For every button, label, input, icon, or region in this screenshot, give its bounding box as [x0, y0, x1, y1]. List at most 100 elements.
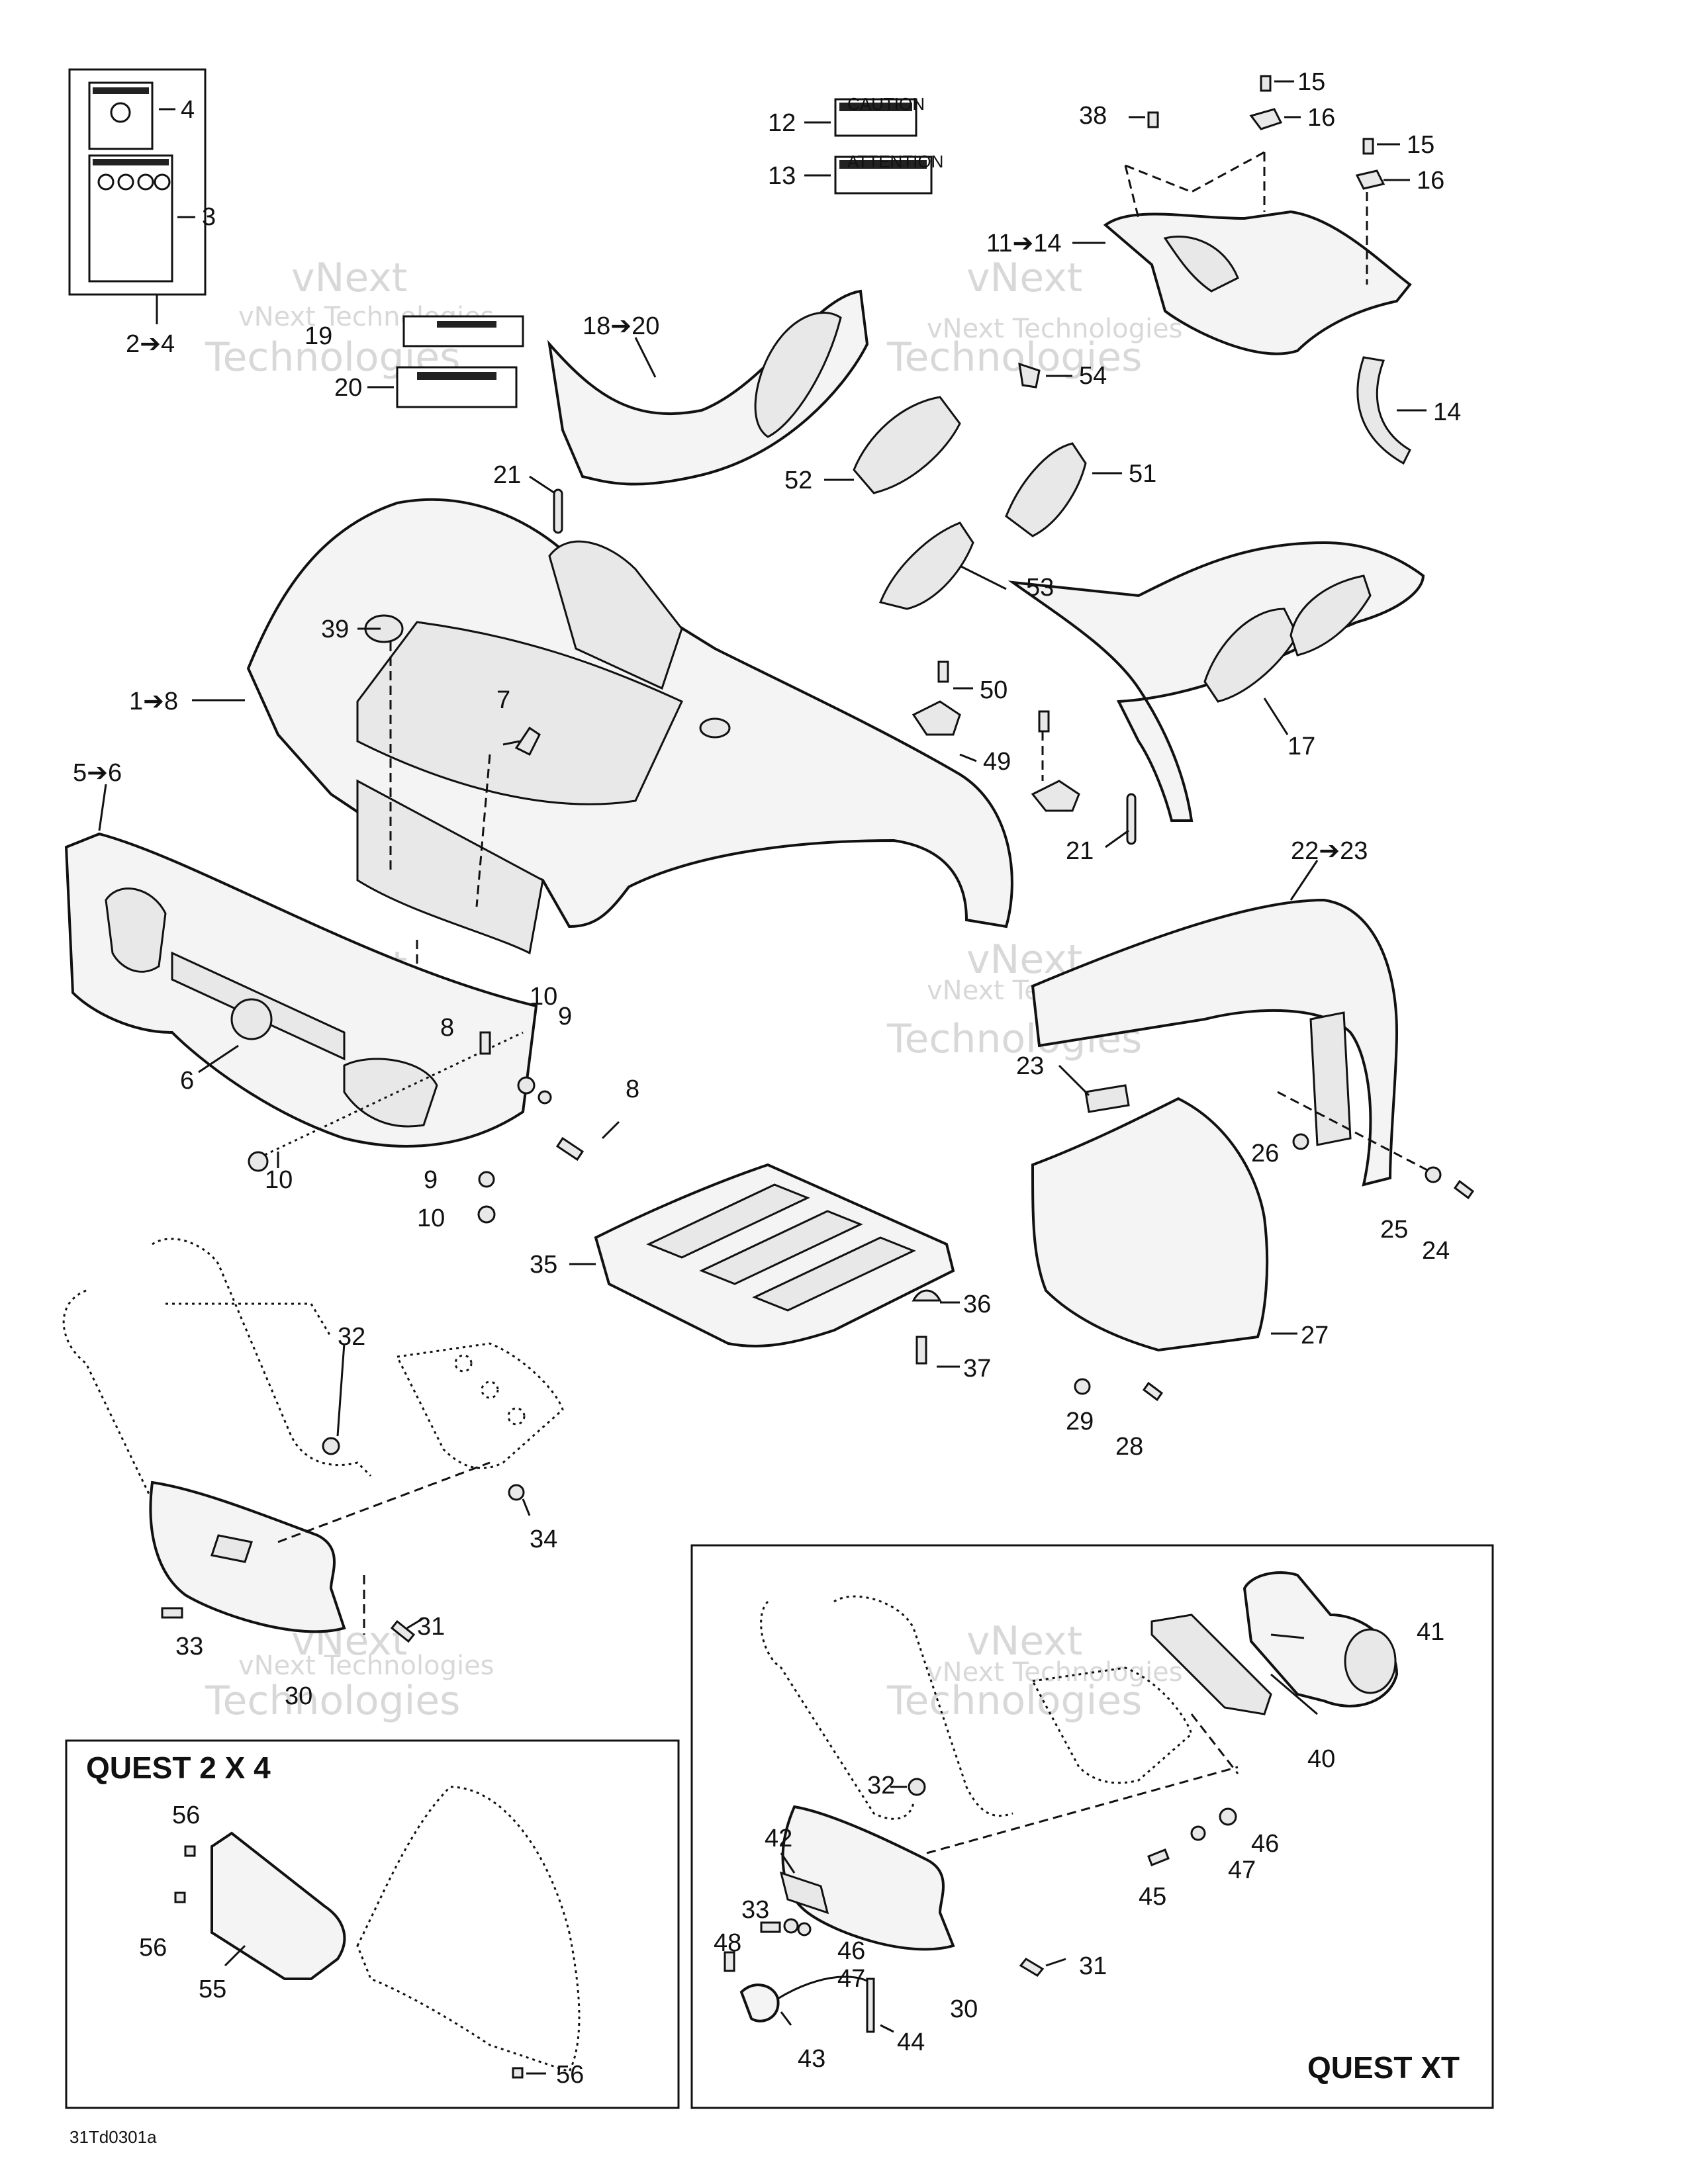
callout: 56: [139, 1934, 167, 1962]
callout: 10: [530, 983, 557, 1011]
drawing-code: 31Td0301a: [70, 2127, 157, 2147]
callout: 24: [1422, 1237, 1450, 1265]
inner-panel-pocket: [1163, 236, 1239, 293]
storage-tub-side: [356, 779, 544, 955]
leader-line: [406, 1617, 424, 1629]
bumper-tube-outline: [62, 1289, 226, 1553]
washer-26: [1292, 1133, 1309, 1150]
washer-25: [1425, 1166, 1442, 1183]
callout: 30: [285, 1682, 312, 1710]
callout: 21: [1066, 837, 1094, 865]
right-side-panel-vent: [1289, 574, 1372, 657]
callout: 18➔20: [583, 312, 659, 340]
vent-grilles: [824, 396, 1122, 610]
callout: 35: [530, 1251, 557, 1279]
washer-34: [508, 1484, 525, 1501]
screw-24: [1453, 1179, 1475, 1200]
callout: 47: [1228, 1856, 1256, 1884]
leader-line: [502, 740, 520, 746]
callout: 22➔23: [1291, 837, 1368, 865]
decal-4-symbol: [110, 102, 131, 123]
watermark-line1: vNext Technologies: [238, 1651, 494, 1681]
rack-hole: [454, 1354, 473, 1373]
decal-attention-header: [839, 160, 927, 169]
strap-44: [866, 1978, 875, 2033]
callout: 29: [1066, 1408, 1094, 1435]
washer-47: [1190, 1825, 1206, 1841]
dashed-guide: [1124, 165, 1140, 219]
callout: 16: [1417, 167, 1444, 195]
dashed-guide: [1125, 164, 1192, 193]
callout: 9: [424, 1166, 438, 1194]
callout: 14: [1433, 398, 1461, 426]
leader-line: [1105, 829, 1129, 848]
callout: 37: [963, 1355, 991, 1383]
callout: 51: [1129, 460, 1156, 488]
decal-caution-header: [839, 103, 912, 111]
panel-quest-xt-title: QUEST XT: [1307, 2050, 1460, 2085]
decal-19-header: [437, 321, 496, 328]
leader-line: [1263, 698, 1289, 735]
leader-line: [880, 2024, 894, 2033]
grille-52: [853, 396, 961, 494]
footrest-rib: [646, 1183, 810, 1259]
decals-12-13: CAUTION ATTENTION: [804, 94, 943, 195]
leader-line: [529, 475, 555, 494]
leader-line: [336, 1343, 346, 1437]
screw-45: [1147, 1848, 1170, 1866]
leader-line: [1058, 1064, 1090, 1097]
screw-50: [1038, 710, 1050, 733]
callout: 41: [1417, 1618, 1444, 1646]
mud-guard-27: [1031, 1097, 1297, 1402]
watermark-line1: vNext Technologies: [927, 1657, 1183, 1688]
strip-14: [1356, 356, 1411, 465]
callout: 47: [837, 1965, 865, 1993]
screw-15: [1260, 75, 1272, 92]
storage-tub-opening: [356, 621, 683, 805]
bumper-tube-outline: [165, 1302, 332, 1338]
decal-19: [402, 315, 524, 347]
callout: 48: [714, 1929, 741, 1957]
leader-line: [1270, 1673, 1318, 1715]
dashed-guide: [1190, 1713, 1239, 1774]
decal-20-header: [417, 372, 496, 380]
screw-8: [479, 1031, 491, 1055]
callout: 39: [321, 615, 349, 643]
screw-50: [937, 660, 949, 683]
xt-bumper-outline: [833, 1595, 1013, 1817]
leader-line: [601, 1120, 620, 1140]
left-side-panel: [547, 289, 869, 486]
bracket-49: [912, 700, 961, 736]
bracket-49: [1031, 780, 1080, 812]
callout: 8: [626, 1075, 639, 1103]
front-bumper-5-6: [64, 784, 538, 1156]
screw-7: [514, 726, 541, 756]
winch-bracket-40: [1150, 1614, 1272, 1715]
screw-56: [174, 1891, 186, 1903]
bumper-tube-outline: [152, 1238, 372, 1477]
callout: 46: [837, 1937, 865, 1965]
decal-kit-box: [68, 68, 207, 296]
pin-21: [553, 488, 563, 534]
callout: 32: [867, 1772, 895, 1799]
watermark-line2: vNext: [291, 255, 407, 301]
left-side-panel-18-20: [547, 289, 869, 486]
left-side-panel-vent: [754, 312, 842, 438]
callout: 8: [440, 1014, 454, 1042]
callout: 25: [1380, 1216, 1408, 1244]
callout: 4: [181, 96, 195, 124]
screw-28: [1142, 1381, 1164, 1402]
fender-grommet: [699, 717, 731, 739]
callout: 10: [265, 1166, 293, 1194]
bumper-light-right: [343, 1058, 438, 1128]
pin-21: [1126, 793, 1137, 845]
screw-56: [184, 1845, 196, 1857]
callout: 33: [175, 1633, 203, 1661]
callout: 38: [1079, 102, 1107, 130]
pin-48: [724, 1951, 735, 1972]
rack-plate-outline: [395, 1342, 564, 1469]
callout: 31: [417, 1613, 445, 1641]
xt-rack-outline: [1031, 1666, 1193, 1784]
callout: 6: [180, 1067, 194, 1095]
callout: 46: [1251, 1830, 1279, 1858]
